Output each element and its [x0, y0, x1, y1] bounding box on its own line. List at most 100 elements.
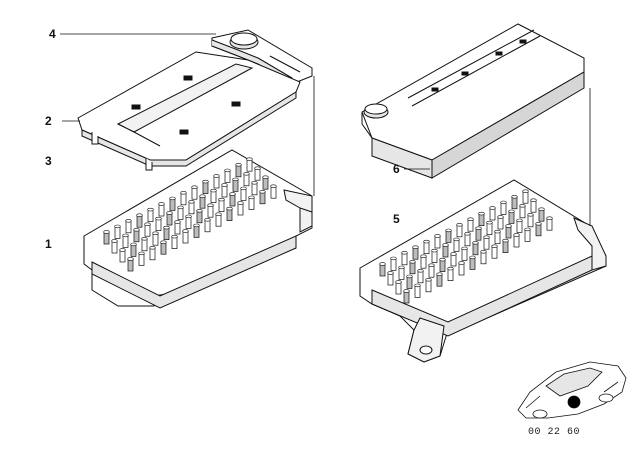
fuse-slot	[149, 246, 156, 261]
fuse-slot	[202, 179, 209, 194]
fuse-slot	[169, 196, 176, 211]
fuse-slot	[480, 250, 487, 265]
callout-3: 3	[45, 154, 52, 168]
fuse-slot	[177, 205, 184, 220]
fuse-slot	[199, 194, 206, 209]
fuse-slot	[180, 191, 187, 206]
fuse-slot	[114, 224, 121, 239]
diagram-reference-number: 00 22 60	[528, 427, 581, 438]
fuse-slot	[232, 177, 239, 192]
fuse-slot	[497, 215, 504, 230]
fuse-slot	[196, 209, 203, 224]
fuse-slot	[478, 211, 485, 226]
fuse-slot	[450, 252, 457, 267]
fuse-slot	[403, 289, 410, 304]
fuse-slot	[182, 229, 189, 244]
fuse-slot	[246, 157, 253, 172]
fuse-slot	[224, 168, 231, 183]
fuse-slot	[259, 190, 266, 205]
fuse-slot	[191, 185, 198, 200]
fuse-slot	[445, 228, 452, 243]
callout-2: 2	[45, 114, 52, 128]
fuse-slot	[229, 192, 236, 207]
fuse-slot	[538, 207, 545, 222]
fuse-slot	[166, 211, 173, 226]
fuse-slot	[390, 256, 397, 271]
fuse-slot	[188, 200, 195, 215]
fuse-slot	[508, 209, 515, 224]
fuse-slot	[398, 265, 405, 280]
fuse-slot	[174, 220, 181, 235]
callout-5: 5	[393, 212, 400, 226]
fuse-slot	[158, 202, 165, 217]
fuse-slot	[103, 230, 110, 245]
fuse-slot	[456, 223, 463, 238]
fuse-slot	[254, 166, 261, 181]
fuse-slot	[458, 261, 465, 276]
fuse-slot	[210, 188, 217, 203]
fuse-slot	[472, 241, 479, 256]
fuse-slot	[207, 203, 214, 218]
fuse-slot	[486, 220, 493, 235]
fuse-slot	[215, 212, 222, 227]
part-4-end-cover	[211, 29, 313, 85]
fuse-slot	[243, 172, 250, 187]
fuse-slot	[439, 257, 446, 272]
part-5-fuse-slots	[379, 189, 553, 304]
fuse-slot	[513, 233, 520, 248]
fuse-slot	[434, 234, 441, 249]
fuse-slot	[431, 248, 438, 263]
fuse-slot	[502, 238, 509, 253]
fuse-slot	[530, 198, 537, 213]
part-6-top-cover	[361, 23, 585, 179]
fuse-slot	[420, 254, 427, 269]
part-2-cover-lid	[77, 51, 301, 171]
leader-lines-left	[60, 33, 315, 196]
fuse-slot	[237, 201, 244, 216]
callout-6: 6	[393, 162, 400, 176]
part-5-fuse-carrier	[359, 179, 607, 363]
fuse-slot	[519, 204, 526, 219]
fuse-slot	[379, 262, 386, 277]
fuse-slot	[152, 231, 159, 246]
fuse-slot	[436, 272, 443, 287]
fuse-slot	[270, 184, 277, 199]
fuse-slot	[483, 235, 490, 250]
fuse-slot	[527, 213, 534, 228]
fuse-slot	[401, 251, 408, 266]
fuse-slot	[119, 248, 126, 263]
fuse-slot	[409, 260, 416, 275]
fuse-slot	[511, 195, 518, 210]
fuse-slot	[147, 207, 154, 222]
fuse-slot	[213, 174, 220, 189]
fuse-slot	[464, 232, 471, 247]
fuse-slot	[461, 246, 468, 261]
fuse-slot	[467, 217, 474, 232]
callout-1: 1	[45, 237, 52, 251]
fuse-slot	[262, 175, 269, 190]
fuse-slot	[251, 181, 258, 196]
fuse-slot	[193, 223, 200, 238]
fuse-slot	[491, 244, 498, 259]
fuse-slot	[516, 218, 523, 233]
fuse-slot	[494, 229, 501, 244]
fuse-slot	[428, 263, 435, 278]
fuse-slot	[489, 206, 496, 221]
fuse-slot	[475, 226, 482, 241]
fuse-slot	[423, 239, 430, 254]
fuse-slot	[130, 242, 137, 257]
fuse-slot	[425, 278, 432, 293]
fuse-slot	[248, 195, 255, 210]
fuse-slot	[505, 224, 512, 239]
fuse-slot	[185, 214, 192, 229]
fuse-slot	[524, 227, 531, 242]
fuse-slot	[127, 257, 134, 272]
fuse-slot	[160, 240, 167, 255]
part-1-fuse-slots	[103, 157, 277, 272]
fuse-slot	[171, 234, 178, 249]
fuse-slot	[221, 183, 228, 198]
fuse-slot	[122, 233, 129, 248]
fuse-slot	[535, 222, 542, 237]
fuse-slot	[138, 251, 145, 266]
